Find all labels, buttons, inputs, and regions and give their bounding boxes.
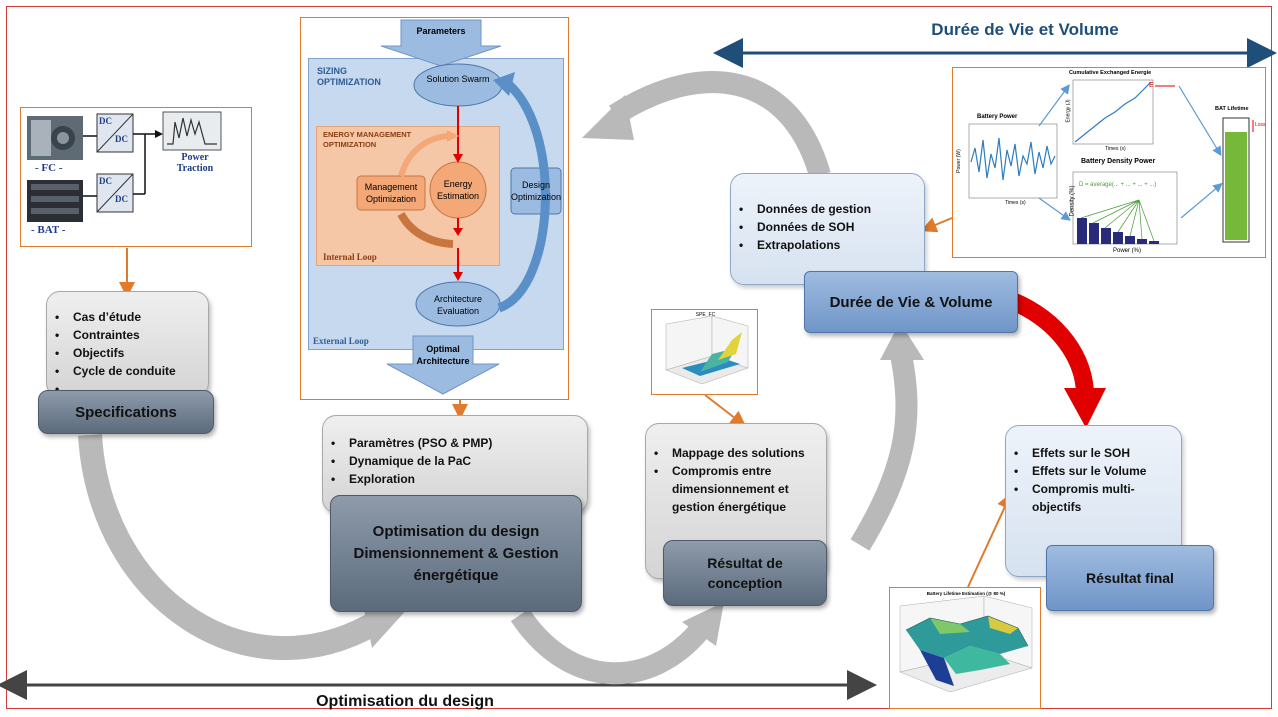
conception-item: Mappage des solutions: [646, 444, 826, 462]
conception-list: Mappage des solutions Compromis entre di…: [646, 444, 826, 516]
orange-connector-surface-small: [704, 394, 747, 427]
red-arrow-duree-to-final: [1006, 291, 1094, 396]
management-optimization-box: [356, 175, 426, 211]
grey-curve-res-to-duree: [850, 347, 918, 551]
optimisation-item: Paramètres (PSO & PMP): [323, 434, 587, 452]
optimisation-label: Optimisation du design Dimensionnement &…: [330, 495, 582, 612]
solution-swarm-ellipse: [413, 63, 503, 107]
traction-signal: [167, 117, 217, 145]
parameters-label: Parameters: [416, 26, 466, 36]
final-item: Compromis multi-objectifs: [1006, 480, 1181, 516]
dc-top-label-1: DC: [99, 116, 112, 126]
battery-panel-graphic: [968, 79, 1254, 245]
fc-label: - FC -: [35, 162, 63, 174]
top-banner-title: Durée de Vie et Volume: [931, 20, 1119, 39]
design-optimization-label: Design Optimization: [511, 180, 562, 202]
orange-connector-battery-panel: [920, 217, 953, 233]
optimal-architecture-label: Optimal Architecture: [416, 344, 470, 366]
dc-bottom-label-1: DC: [99, 176, 112, 186]
specifications-card: Cas d’étude Contraintes Objectifs Cycle …: [46, 291, 209, 398]
red-arrow-head: [1064, 388, 1106, 428]
duree-item: Extrapolations: [731, 236, 924, 254]
optimisation-item: Exploration: [323, 470, 587, 488]
bottom-banner-title: Optimisation du design: [316, 693, 494, 710]
cumulative-title: Cumulative Exchanged Energie: [1069, 70, 1152, 76]
final-label: Résultat final: [1046, 545, 1214, 611]
grey-curve-opt-to-res: [510, 608, 709, 685]
surface-plot-large: Battery Lifetime Estimation (@ 80 %): [889, 587, 1041, 709]
battery-panel: Battery Power Power (W) Times (s) Cumula…: [952, 67, 1266, 258]
battery-image: [27, 180, 83, 222]
internal-loop-label: Internal Loop: [323, 252, 377, 262]
grey-curve-res-to-duree-head: [880, 322, 924, 360]
conception-label: Résultat de conception: [663, 540, 827, 606]
battery-power-signal: [970, 137, 1056, 181]
surface-plot-small: SPE_FC: [651, 309, 758, 395]
parameters-arrow: [380, 19, 502, 67]
bat-label: - BAT -: [31, 224, 66, 236]
grey-curve-spec-to-opt: [78, 434, 387, 660]
duree-label: Durée de Vie & Volume: [804, 271, 1018, 333]
energy-axis-label: Energy (J): [1065, 99, 1072, 123]
duree-item: Données de gestion: [731, 200, 924, 218]
duree-card: Données de gestion Données de SOH Extrap…: [730, 173, 925, 285]
grey-curve-spec-to-opt-head: [362, 600, 410, 648]
powertrain-diagram: [27, 111, 222, 222]
solution-swarm-label: Solution Swarm: [426, 74, 490, 84]
specifications-list: Cas d’étude Contraintes Objectifs Cycle …: [47, 308, 208, 398]
energy-estimation-label: Energy Estimation: [436, 179, 480, 201]
density-axis-label: Density (%): [1069, 185, 1076, 217]
time-axis-label: Times (s): [1005, 200, 1026, 206]
optimisation-list: Paramètres (PSO & PMP) Dynamique de la P…: [323, 434, 587, 488]
power-pct-axis-label: Power (%): [1113, 248, 1142, 254]
grey-curve-opt-to-res-head: [682, 602, 724, 646]
outer-frame: [6, 6, 1272, 709]
dc-top-label-2: DC: [115, 134, 128, 144]
specifications-label: Specifications: [38, 390, 214, 434]
management-optimization-label: Management Optimization: [364, 182, 418, 204]
fuel-cell-image: [27, 116, 83, 160]
final-list: Effets sur le SOH Effets sur le Volume C…: [1006, 444, 1181, 516]
powertrain-box: DC DC DC DC - FC - - BAT - Power Tractio…: [20, 107, 252, 247]
surface-plot-small-title: SPE_FC: [695, 312, 716, 318]
sizing-title: SIZING OPTIMIZATION: [317, 66, 381, 87]
conception-item: Compromis entre dimensionnement et gesti…: [646, 462, 826, 516]
duree-list: Données de gestion Données de SOH Extrap…: [731, 200, 924, 254]
bat-lifetime-title: BAT Lifetime: [1215, 106, 1249, 112]
duree-item: Données de SOH: [731, 218, 924, 236]
final-item: Effets sur le Volume: [1006, 462, 1181, 480]
optimal-architecture-arrow: [386, 335, 500, 395]
spec-item: Cas d’étude: [47, 308, 208, 326]
spec-item: Objectifs: [47, 344, 208, 362]
flowchart-shapes: [356, 19, 562, 395]
optimisation-item: Dynamique de la PaC: [323, 452, 587, 470]
loss-label: Loss: [1255, 122, 1266, 128]
spec-item: Contraintes: [47, 326, 208, 344]
external-loop-label: External Loop: [313, 336, 369, 346]
cumulative-energy-curve: [1074, 81, 1152, 143]
dc-bottom-label-2: DC: [115, 194, 128, 204]
battery-power-title: Battery Power: [977, 114, 1018, 120]
flowchart-box: Parameters SIZING OPTIMIZATION Solution …: [300, 17, 569, 400]
grey-curve-duree-to-flow: [609, 71, 831, 179]
grey-curve-duree-to-flow-head: [582, 95, 634, 140]
surface-plot-small-graphic: [665, 315, 749, 385]
surface-plot-large-title: Battery Lifetime Estimation (@ 80 %): [926, 591, 1006, 596]
power-axis-label: Power (W): [955, 149, 962, 173]
orange-connector-surface-large: [967, 492, 1012, 588]
time-axis-label-2: Times (s): [1105, 146, 1126, 152]
power-traction-label: Power Traction: [176, 152, 214, 174]
density-title: Battery Density Power: [1081, 158, 1156, 165]
energy-mgmt-title: ENERGY MANAGEMENT OPTIMIZATION: [323, 130, 412, 149]
surface-plot-large-graphic: [899, 595, 1033, 693]
density-formula: D = average(... + ... + ... + ...): [1079, 182, 1157, 188]
final-item: Effets sur le SOH: [1006, 444, 1181, 462]
e-label: E: [1149, 82, 1154, 89]
architecture-evaluation-label: Architecture Evaluation: [433, 294, 483, 316]
bat-lifetime-fill: [1225, 132, 1247, 240]
spec-item: Cycle de conduite: [47, 362, 208, 380]
